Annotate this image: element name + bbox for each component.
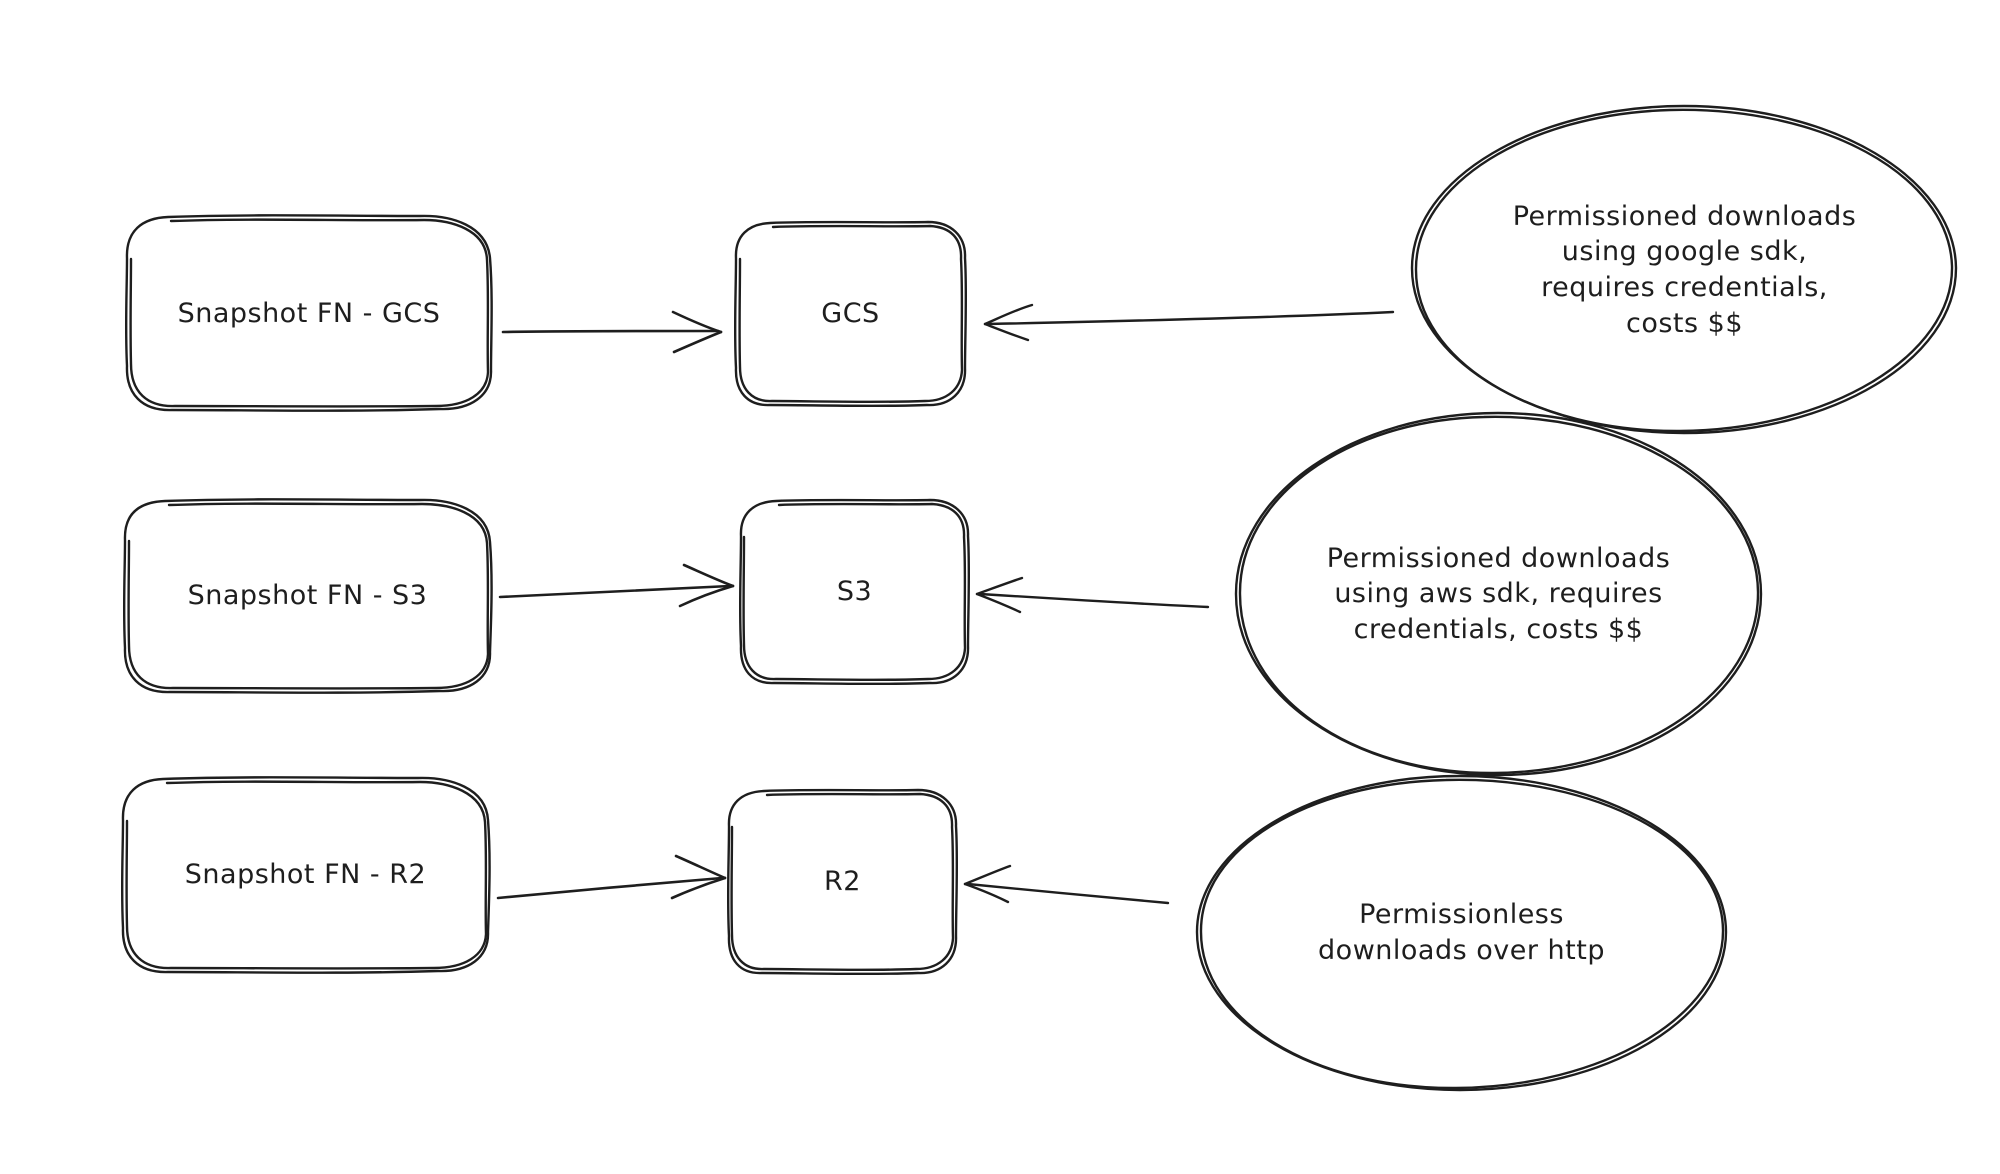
store-box-gcs-shape	[733, 220, 968, 408]
note-ellipse-gcs-shape	[1410, 104, 1958, 435]
arrow-s3-note-to-store	[975, 576, 1210, 614]
store-box-r2-shape	[726, 788, 959, 976]
arrow-s3-note-to-store-hit[interactable]	[975, 576, 1211, 614]
store-box-s3-shape	[738, 498, 971, 686]
arrow-r2-note-to-store-hit[interactable]	[963, 864, 1171, 906]
arrow-gcs-source-to-store	[501, 310, 723, 354]
note-ellipse-s3-shape	[1234, 411, 1763, 777]
source-box-s3-shape	[122, 498, 493, 694]
arrow-r2-note-to-store	[963, 864, 1170, 905]
arrow-r2-source-to-store	[496, 854, 727, 900]
note-ellipse-r2-shape	[1195, 774, 1728, 1092]
source-box-r2-shape	[120, 776, 491, 974]
source-box-gcs-shape	[124, 214, 493, 412]
arrow-gcs-note-to-store-hit[interactable]	[983, 300, 1397, 336]
arrow-gcs-source-to-store-hit[interactable]	[500, 315, 722, 351]
arrow-s3-source-to-store	[498, 563, 735, 608]
arrow-gcs-note-to-store	[983, 303, 1395, 342]
arrow-r2-source-to-store-hit[interactable]	[496, 860, 726, 902]
arrow-s3-source-to-store-hit[interactable]	[498, 570, 734, 608]
